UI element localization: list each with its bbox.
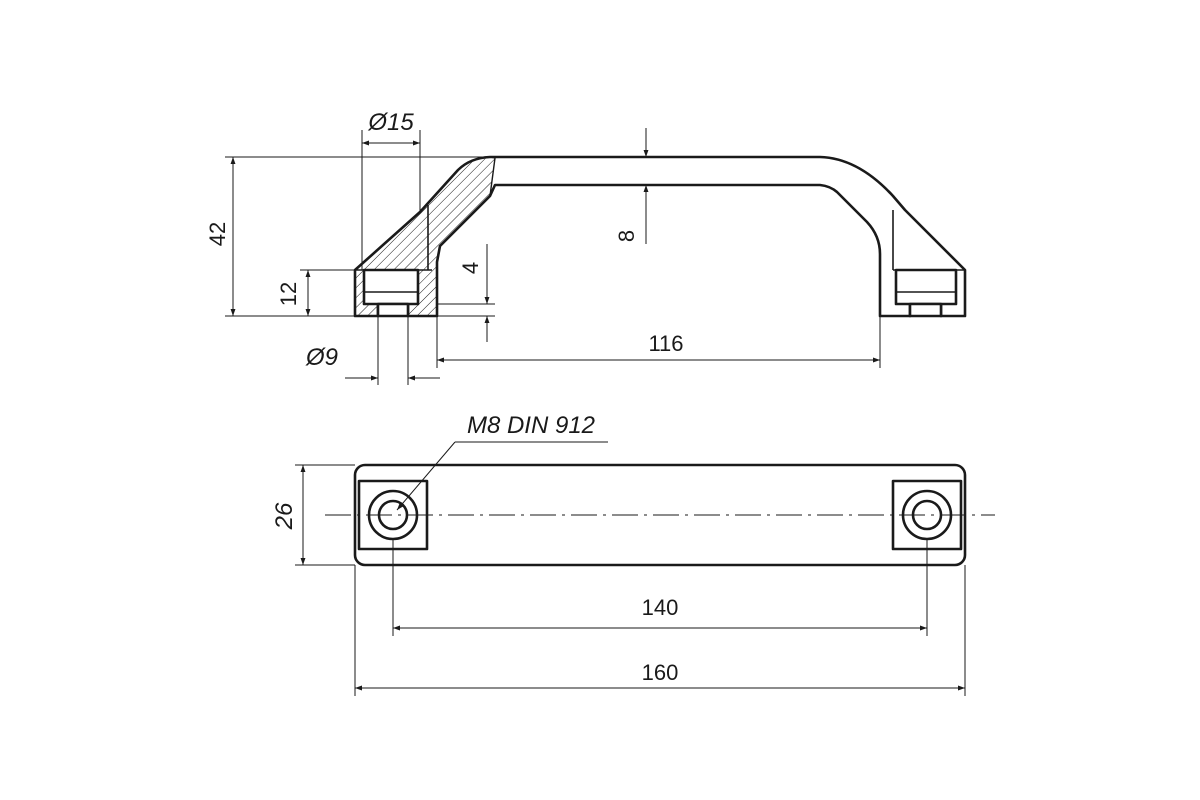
side-view: Ø15 42 12 4 8 Ø9 116 [205,109,967,385]
dim-overall-length-160: 160 [642,660,679,685]
bolt-callout: M8 DIN 912 [467,412,595,439]
dim-width-26: 26 [271,502,298,530]
dim-diameter-9: Ø9 [305,344,338,371]
left-bolt-hole [376,302,410,318]
left-counterbore [362,268,420,306]
right-counterbore [894,268,958,306]
right-bolt-hole [908,302,943,318]
dim-height-12: 12 [276,282,301,306]
dim-diameter-15: Ø15 [367,109,414,136]
top-view: M8 DIN 912 26 140 160 [271,412,995,696]
dim-depth-4: 4 [458,262,483,274]
dim-length-116: 116 [648,331,683,356]
dim-thickness-8: 8 [614,230,639,242]
dim-height-42: 42 [205,222,230,246]
dim-hole-spacing-140: 140 [642,595,679,620]
